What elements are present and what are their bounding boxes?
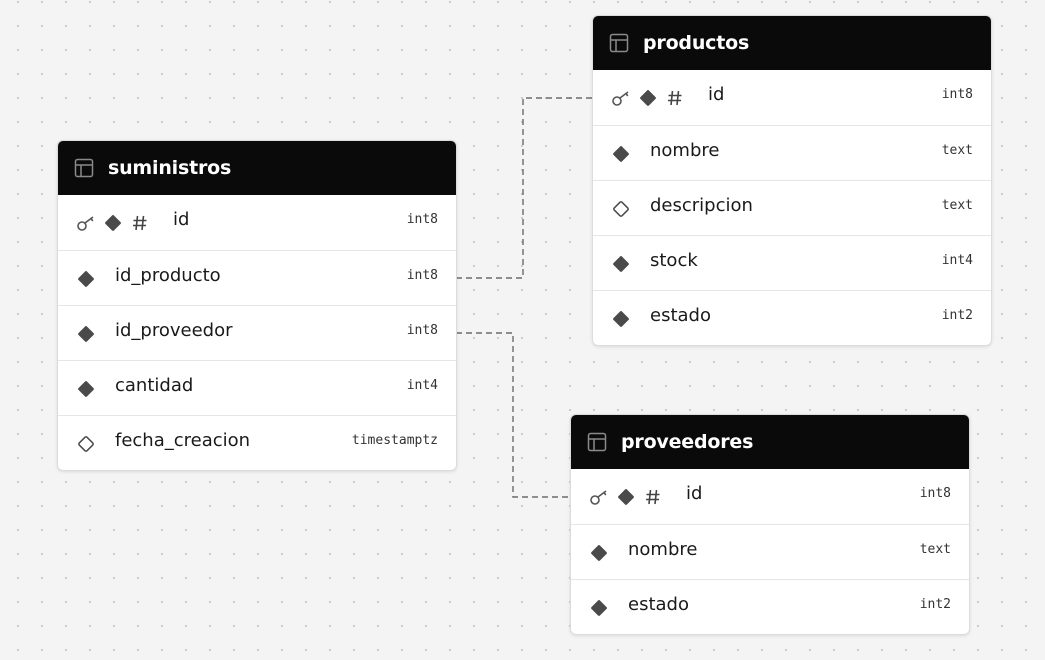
column-type: text (919, 542, 951, 557)
column-row[interactable]: id int8 (571, 469, 969, 524)
column-type: int2 (919, 597, 951, 612)
hash-icon (130, 213, 150, 233)
column-type: int2 (941, 308, 973, 323)
table-productos[interactable]: productos id int8 nombre text descripcio… (592, 15, 992, 346)
filled-diamond-icon (611, 309, 631, 329)
column-row[interactable]: id int8 (593, 70, 991, 125)
column-row[interactable]: nombre text (571, 524, 969, 579)
table-header[interactable]: productos (593, 16, 991, 70)
column-type: int8 (406, 323, 438, 338)
column-name: id (708, 84, 725, 105)
table-icon (74, 158, 94, 178)
table-icon (609, 33, 629, 53)
column-row[interactable]: id_proveedor int8 (58, 305, 456, 360)
column-name: cantidad (115, 375, 194, 396)
column-name: id (686, 483, 703, 504)
column-type: int8 (941, 87, 973, 102)
column-name: id_producto (115, 265, 221, 286)
column-name: estado (650, 305, 711, 326)
column-name: nombre (628, 539, 698, 560)
column-row[interactable]: id int8 (58, 195, 456, 250)
key-icon (611, 88, 631, 108)
filled-diamond-icon (76, 379, 96, 399)
column-name: id_proveedor (115, 320, 233, 341)
column-type: int4 (406, 378, 438, 393)
column-row[interactable]: id_producto int8 (58, 250, 456, 305)
filled-diamond-icon (76, 269, 96, 289)
table-title: suministros (108, 157, 232, 179)
column-row[interactable]: stock int4 (593, 235, 991, 290)
relationship-suministros-id_proveedor-to-proveedores-id (456, 332, 571, 498)
table-icon (587, 432, 607, 452)
key-icon (76, 213, 96, 233)
column-row[interactable]: fecha_creacion timestamptz (58, 415, 456, 470)
column-name: descripcion (650, 195, 753, 216)
column-type: int8 (406, 212, 438, 227)
hash-icon (643, 487, 663, 507)
column-type: int8 (919, 486, 951, 501)
column-type: text (941, 198, 973, 213)
column-row[interactable]: estado int2 (593, 290, 991, 345)
filled-diamond-icon (616, 487, 636, 507)
column-list: id int8 nombre text estado int2 (571, 469, 969, 634)
column-list: id int8 id_producto int8 id_proveedor in… (58, 195, 456, 470)
filled-diamond-icon (103, 213, 123, 233)
filled-diamond-icon (589, 598, 609, 618)
table-proveedores[interactable]: proveedores id int8 nombre text estado i… (570, 414, 970, 635)
column-type: text (941, 143, 973, 158)
table-header[interactable]: suministros (58, 141, 456, 195)
column-row[interactable]: estado int2 (571, 579, 969, 634)
filled-diamond-icon (589, 543, 609, 563)
table-header[interactable]: proveedores (571, 415, 969, 469)
filled-diamond-icon (638, 88, 658, 108)
column-type: int8 (406, 268, 438, 283)
column-name: stock (650, 250, 698, 271)
filled-diamond-icon (76, 324, 96, 344)
table-suministros[interactable]: suministros id int8 id_producto int8 id_… (57, 140, 457, 471)
column-row[interactable]: cantidad int4 (58, 360, 456, 415)
column-name: id (173, 209, 190, 230)
outline-diamond-icon (76, 434, 96, 454)
column-name: fecha_creacion (115, 430, 251, 451)
column-name: nombre (650, 140, 720, 161)
column-row[interactable]: descripcion text (593, 180, 991, 235)
column-name: estado (628, 594, 689, 615)
column-row[interactable]: nombre text (593, 125, 991, 180)
column-type: int4 (941, 253, 973, 268)
filled-diamond-icon (611, 144, 631, 164)
filled-diamond-icon (611, 254, 631, 274)
column-type: timestamptz (351, 433, 438, 448)
relationship-suministros-id_producto-to-productos-id (456, 97, 593, 279)
key-icon (589, 487, 609, 507)
table-title: proveedores (621, 431, 754, 453)
table-title: productos (643, 32, 750, 54)
column-list: id int8 nombre text descripcion text sto… (593, 70, 991, 345)
hash-icon (665, 88, 685, 108)
outline-diamond-icon (611, 199, 631, 219)
